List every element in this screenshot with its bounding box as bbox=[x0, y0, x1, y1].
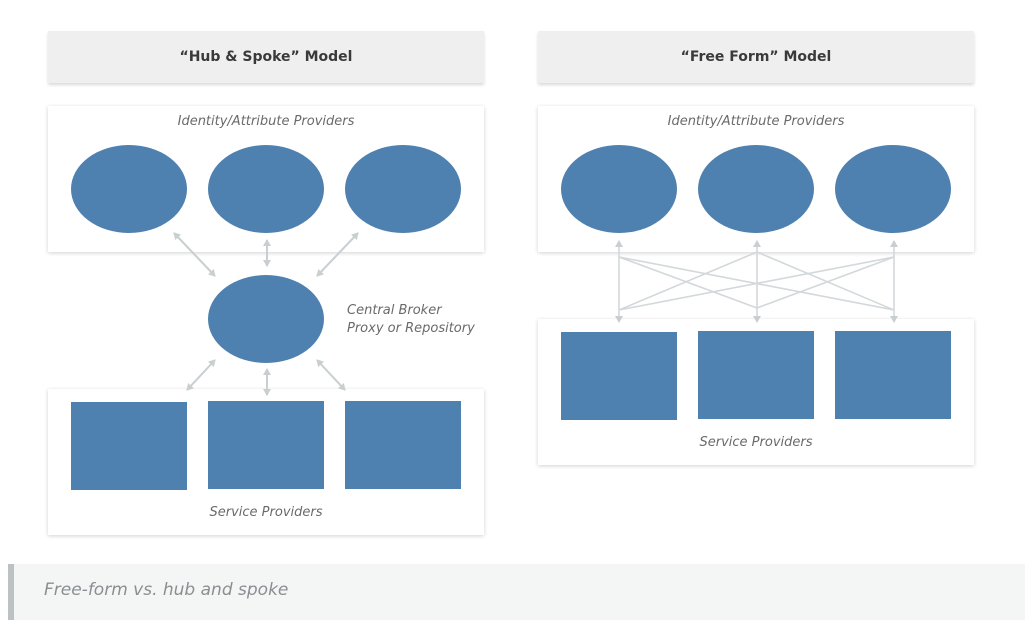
mesh-line bbox=[756, 251, 895, 311]
mesh-line bbox=[618, 256, 895, 311]
free-form-header: “Free Form” Model bbox=[538, 31, 974, 83]
hub-spoke-header: “Hub & Spoke” Model bbox=[48, 31, 484, 83]
mesh-line bbox=[618, 256, 895, 311]
free-service-node-1 bbox=[561, 332, 677, 420]
hub-service-node-3 bbox=[345, 401, 461, 489]
mesh-line bbox=[618, 251, 758, 311]
free-service-label: Service Providers bbox=[699, 435, 813, 450]
hub-identity-label: Identity/Attribute Providers bbox=[177, 114, 355, 129]
free-identity-label: Identity/Attribute Providers bbox=[667, 114, 845, 129]
free-identity-node-3 bbox=[835, 145, 951, 233]
free-service-node-3 bbox=[835, 331, 951, 419]
hub-service-node-2 bbox=[208, 401, 324, 489]
free-identity-node-1 bbox=[561, 145, 677, 233]
free-form-title: “Free Form” Model bbox=[680, 49, 832, 65]
hub-spoke-title: “Hub & Spoke” Model bbox=[179, 49, 353, 65]
hub-service-label: Service Providers bbox=[209, 505, 323, 520]
hub-identity-node-1 bbox=[71, 145, 187, 233]
central-broker-node bbox=[208, 275, 324, 363]
central-broker-label: Central Broker Proxy or Repository bbox=[347, 303, 475, 336]
caption-text: Free-form vs. hub and spoke bbox=[44, 580, 289, 600]
hub-arrow-bottom-left bbox=[186, 359, 216, 391]
mesh-line bbox=[756, 256, 895, 309]
hub-arrow-bottom-right bbox=[316, 359, 346, 391]
hub-service-node-1 bbox=[71, 402, 187, 490]
hub-identity-node-2 bbox=[208, 145, 324, 233]
free-identity-node-2 bbox=[698, 145, 814, 233]
hub-identity-node-3 bbox=[345, 145, 461, 233]
mesh-line bbox=[618, 256, 758, 309]
figure-caption: Free-form vs. hub and spoke bbox=[8, 564, 1025, 620]
free-service-node-2 bbox=[698, 331, 814, 419]
